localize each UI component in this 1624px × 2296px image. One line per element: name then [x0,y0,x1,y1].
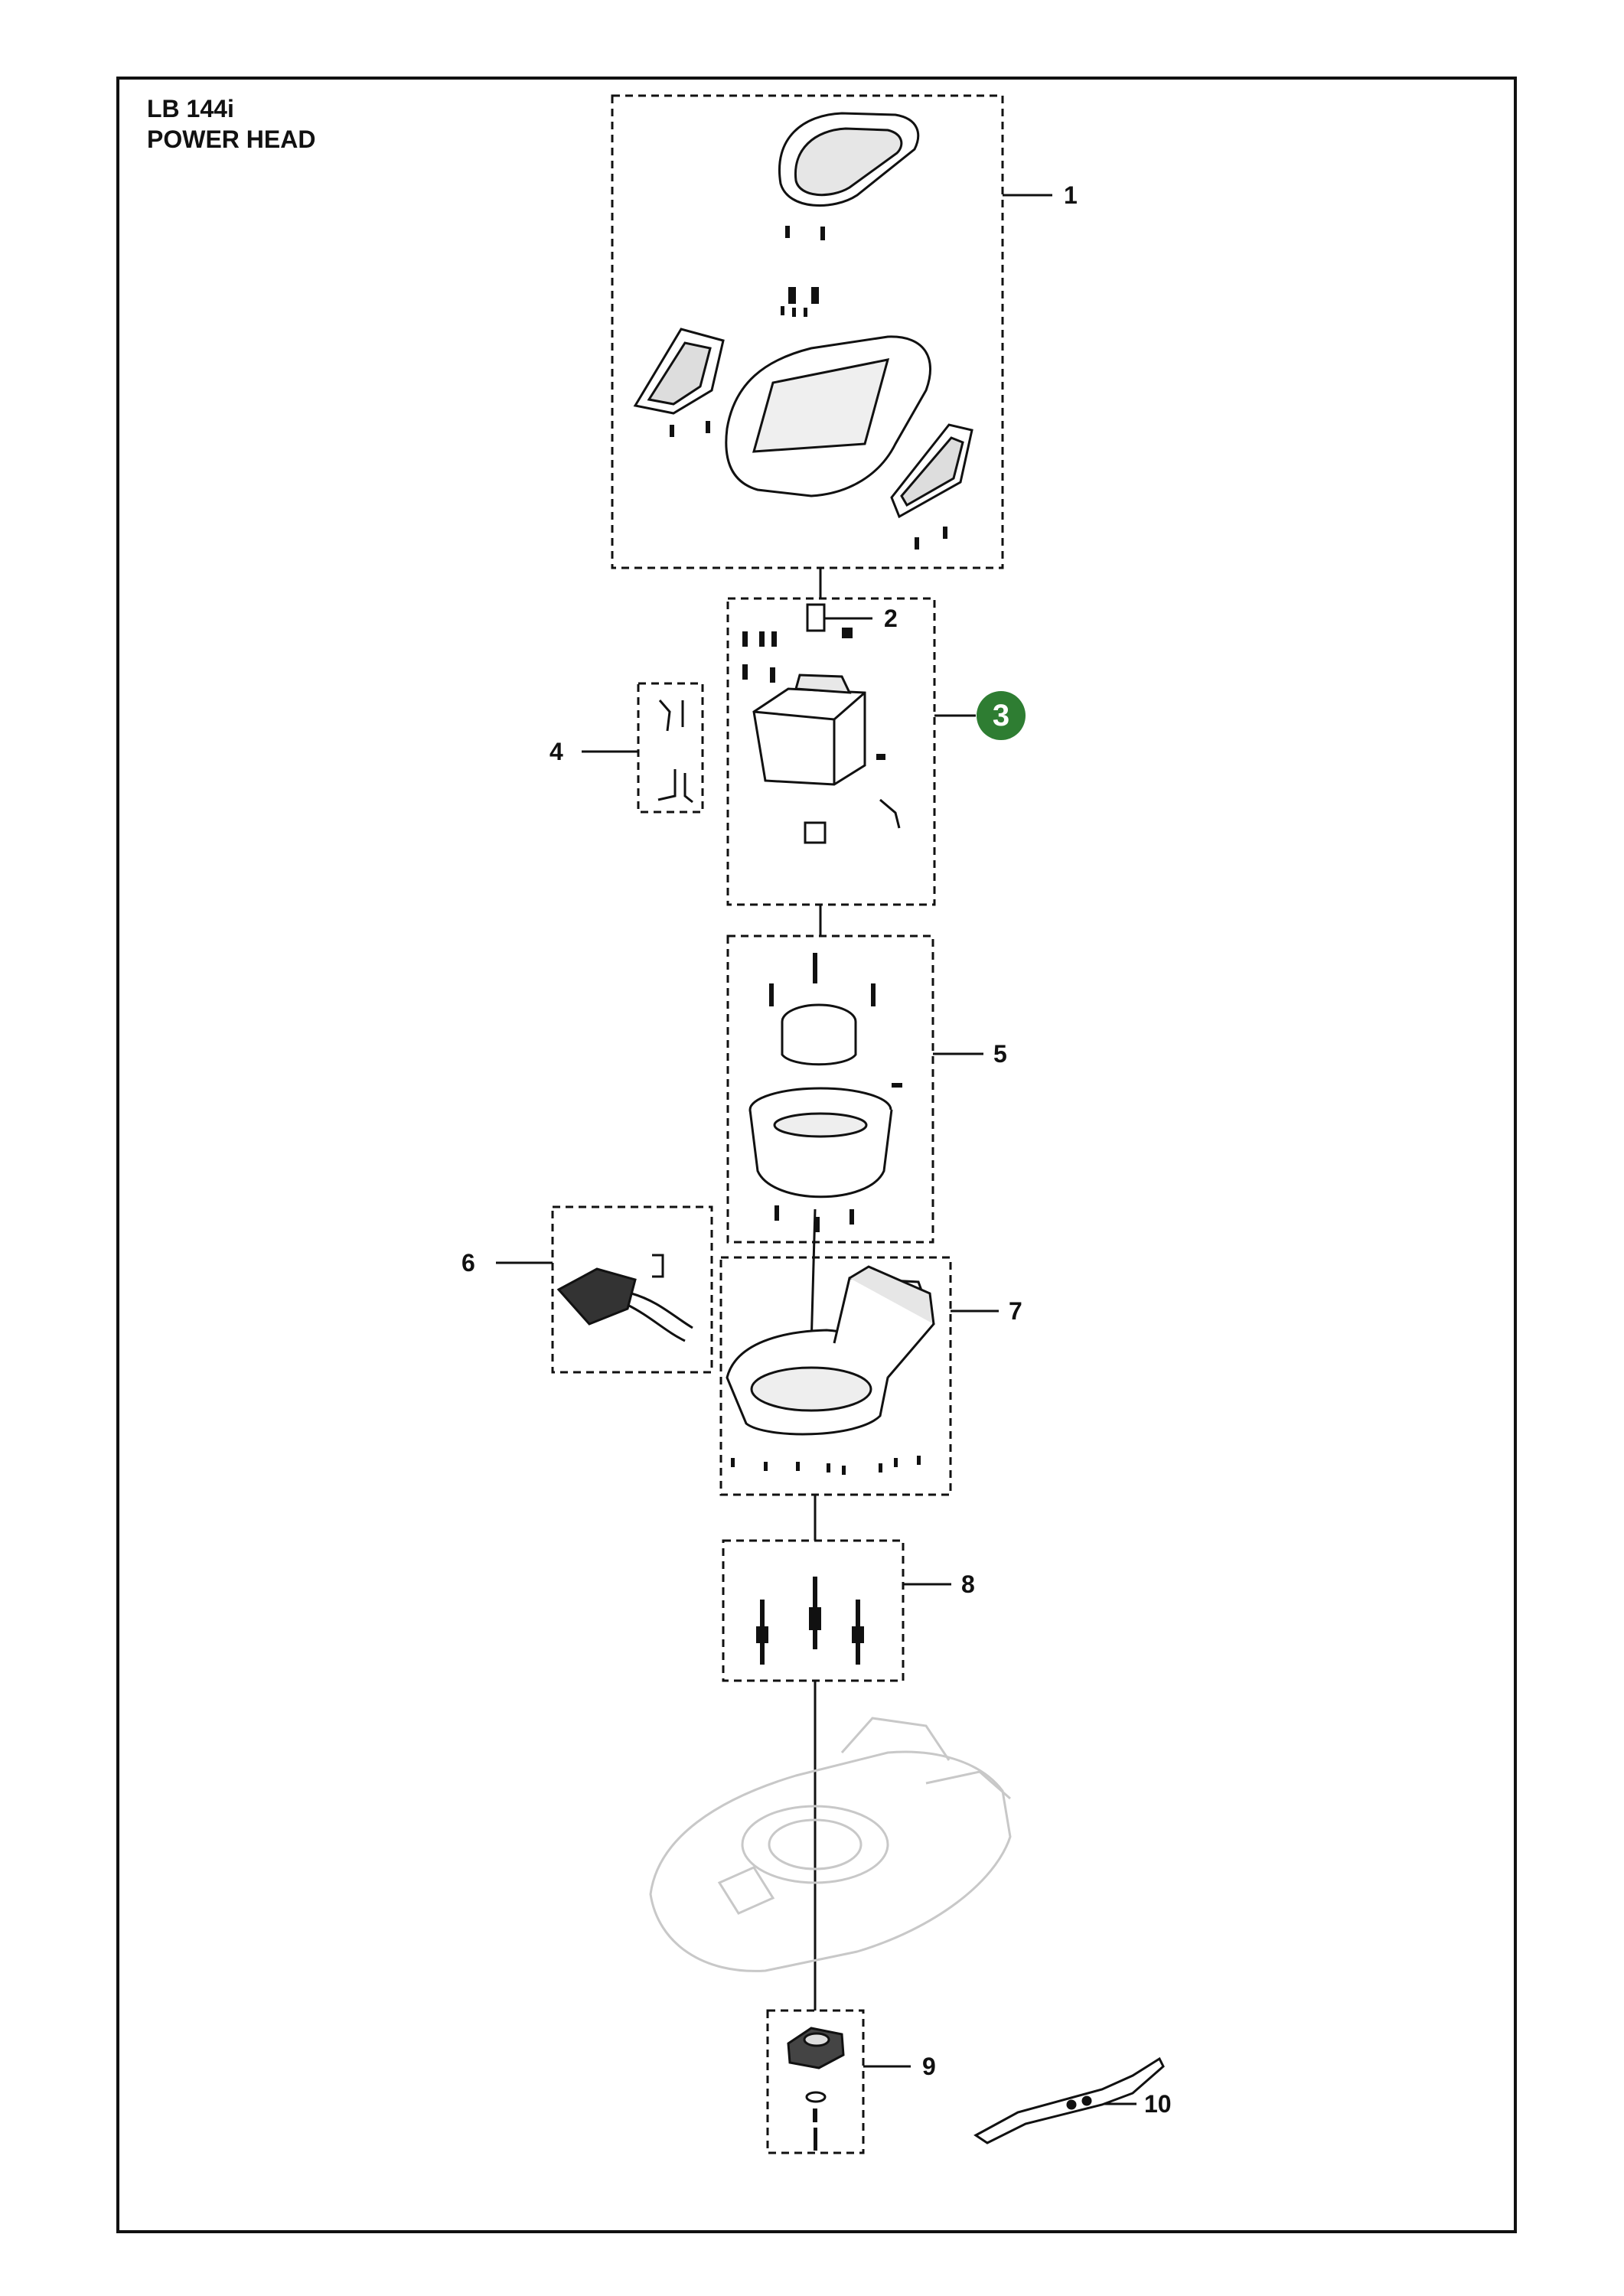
part-group-4-wiring [657,700,693,804]
callout-7: 7 [1009,1297,1022,1325]
blade-part-10 [973,2056,1165,2144]
group-box-4 [637,682,704,814]
part-group-5-motor [748,1003,893,1199]
callout-4: 4 [549,738,563,765]
callout-5: 5 [993,1040,1007,1068]
callout-1: 1 [1064,181,1078,209]
model-title: LB 144i [147,95,234,122]
axis-line [810,1208,817,1348]
part-group-6-controller [556,1254,693,1342]
mower-deck-ghost [649,1717,1012,1972]
part-group-9-blade-adapter [787,2027,845,2103]
part-group-3-battery-housing [752,603,901,844]
group-box-3 [726,597,936,906]
callout-3-highlighted-badge[interactable]: 3 [977,691,1026,740]
callout-2: 2 [884,605,898,632]
group-box-8 [722,1539,905,1682]
battery-box [752,687,866,786]
section-title: POWER HEAD [147,126,316,153]
group-box-1 [611,94,1004,569]
part-group-8-fasteners [756,1577,864,1665]
part-group-7-base [726,1265,935,1436]
part-group-1-cover [633,112,973,519]
switch-part-2 [806,603,826,632]
callout-8: 8 [961,1570,975,1598]
callout-9: 9 [922,2053,936,2080]
group-box-9 [766,2009,865,2154]
callout-10: 10 [1144,2090,1172,2118]
page-frame [116,77,1517,2233]
callout-6: 6 [461,1249,475,1277]
group-box-6 [551,1205,713,1374]
group-box-5 [726,934,934,1244]
